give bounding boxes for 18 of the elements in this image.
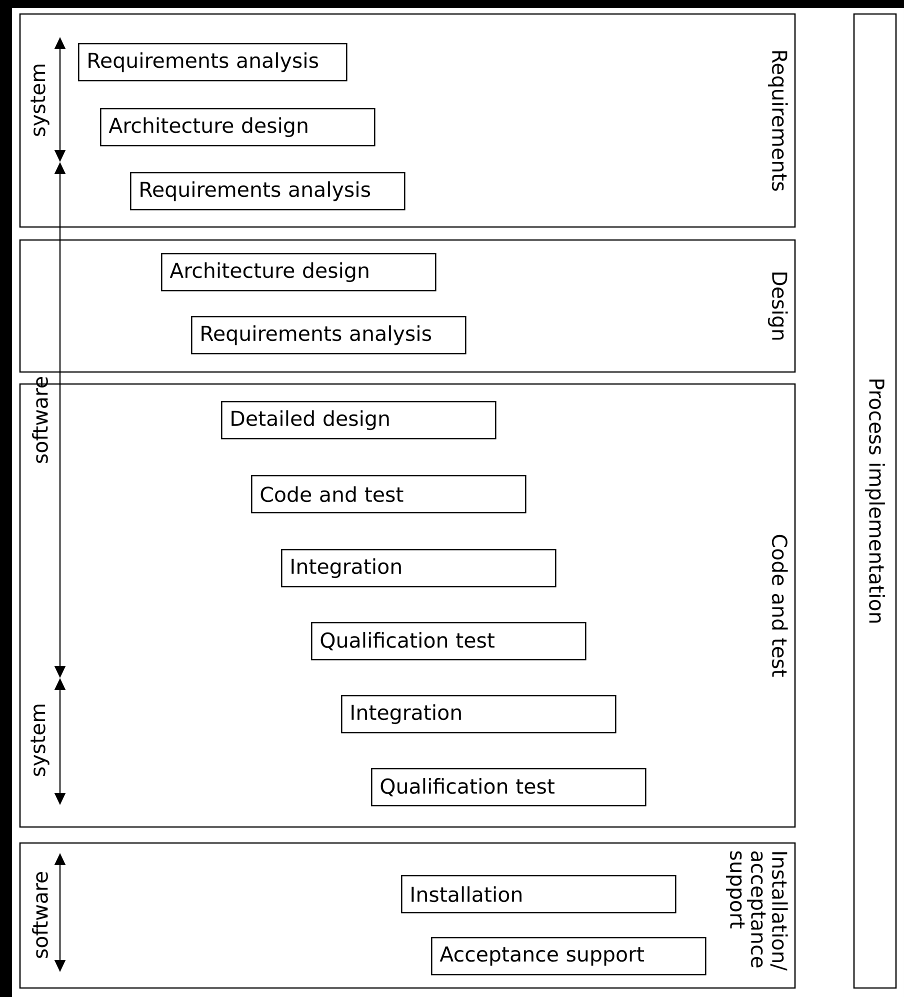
process-box: Requirements analysis bbox=[130, 172, 406, 210]
process-box: Architecture design bbox=[161, 253, 436, 292]
process-box: Integration bbox=[341, 695, 616, 734]
process-box: Qualification test bbox=[311, 622, 586, 660]
dimension-label: system bbox=[30, 704, 50, 776]
process-box: Architecture design bbox=[100, 108, 376, 146]
process-box: Installation bbox=[401, 875, 676, 914]
process-box: Acceptance support bbox=[431, 937, 706, 976]
dimension-label: system bbox=[30, 64, 50, 136]
process-box: Requirements analysis bbox=[78, 43, 348, 82]
process-box: Qualification test bbox=[371, 768, 646, 806]
process-box: Requirements analysis bbox=[191, 316, 466, 354]
dimension-label: software bbox=[32, 377, 48, 463]
process-box: Code and test bbox=[251, 475, 526, 514]
process-box: Detailed design bbox=[221, 401, 496, 440]
dimension-label: software bbox=[32, 872, 48, 958]
process-box: Integration bbox=[281, 549, 556, 588]
phase-band: Process implementation bbox=[853, 13, 897, 989]
